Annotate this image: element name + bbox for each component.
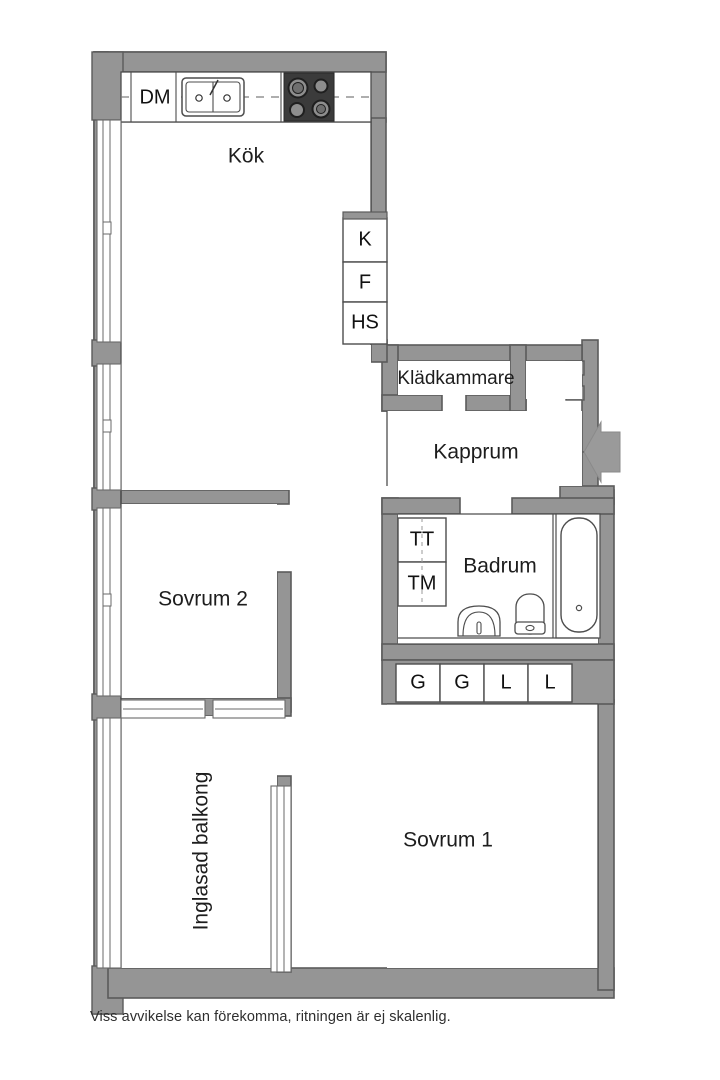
- stove-cooktop: [283, 72, 335, 122]
- wall-bottom-exterior: [107, 967, 615, 999]
- disclaimer-caption: Viss avvikelse kan förekomma, ritningen …: [90, 1009, 451, 1025]
- wall-badrum-top-left: [381, 497, 461, 515]
- entrance-arrow: [583, 420, 621, 484]
- box-label-g-1: G: [410, 671, 426, 693]
- box-l-1: [483, 663, 529, 703]
- dm-backing: [133, 74, 175, 120]
- box-tt: [397, 517, 447, 563]
- windows-left: [96, 119, 292, 973]
- box-label-tt: TT: [410, 528, 434, 550]
- box-hs: [342, 301, 388, 345]
- room-label-balkong: Inglasad balkong: [190, 772, 213, 931]
- kitchen-appliance-column: [342, 211, 388, 345]
- interior-balkong: [121, 716, 277, 968]
- interior-kapprum: [387, 411, 582, 486]
- box-l-2: [527, 663, 573, 703]
- box-label-hs: HS: [351, 311, 379, 333]
- wall-sovrum2-top: [120, 489, 290, 505]
- toilet: [514, 593, 546, 635]
- closet-row: [395, 663, 573, 703]
- box-label-l-1: L: [500, 671, 511, 693]
- window-left-1: [96, 119, 122, 343]
- window-left-2: [96, 363, 122, 491]
- wall-kladkammare-bottom-left: [381, 394, 443, 412]
- box-label-f: F: [359, 271, 371, 293]
- box-g-1: [395, 663, 441, 703]
- box-label-tm: TM: [408, 572, 437, 594]
- wall-top-band: [93, 51, 387, 73]
- room-label-kladkammare: Klädkammare: [397, 368, 514, 389]
- kitchen-counter: [120, 71, 372, 123]
- wall-sovrum2-right: [276, 571, 292, 713]
- room-label-sovrum1: Sovrum 1: [403, 829, 493, 852]
- balcony-door-1: [120, 699, 206, 719]
- interior-kok: [121, 122, 371, 490]
- box-label-k: K: [358, 228, 372, 250]
- room-label-kapprum: Kapprum: [433, 441, 518, 464]
- wall-right-sovrum1: [597, 699, 615, 991]
- window-balcony-right: [270, 785, 292, 973]
- interior-sovrum2: [121, 504, 277, 698]
- room-label-badrum: Badrum: [463, 555, 537, 578]
- wall-badrum-top-right: [511, 497, 615, 515]
- box-column-cap: [342, 211, 388, 220]
- interior-kladkammare: [398, 361, 510, 395]
- bathtub: [555, 513, 601, 639]
- bathroom-fixtures: [398, 513, 601, 639]
- box-label-dm: DM: [139, 86, 170, 108]
- room-labels: Kök Klädkammare Kapprum Badrum Sovrum 2 …: [158, 145, 537, 931]
- box-label-l-2: L: [544, 671, 555, 693]
- room-label-sovrum2: Sovrum 2: [158, 588, 248, 611]
- wall-kladkammare-top: [381, 344, 583, 362]
- balcony-door-2: [212, 699, 286, 719]
- wall-left-block-3: [91, 487, 124, 511]
- washbasin: [457, 605, 501, 637]
- room-label-kok: Kök: [228, 145, 265, 168]
- interior-alcove: [526, 361, 582, 399]
- kitchen-sink: [181, 77, 245, 117]
- box-label-g-2: G: [454, 671, 470, 693]
- wall-badrum-left: [381, 497, 399, 661]
- wall-left-block-1: [91, 51, 124, 121]
- interior-sovrum1: [387, 704, 598, 968]
- wall-left-block-2: [91, 339, 124, 367]
- laundry-column: [397, 517, 447, 607]
- fixture-box-labels: DM K F HS TT TM G G L L: [139, 86, 555, 693]
- wall-left-block-4: [91, 693, 124, 721]
- window-balcony-left: [96, 717, 122, 969]
- window-left-3: [96, 507, 122, 697]
- wall-badrum-bottom: [381, 643, 615, 661]
